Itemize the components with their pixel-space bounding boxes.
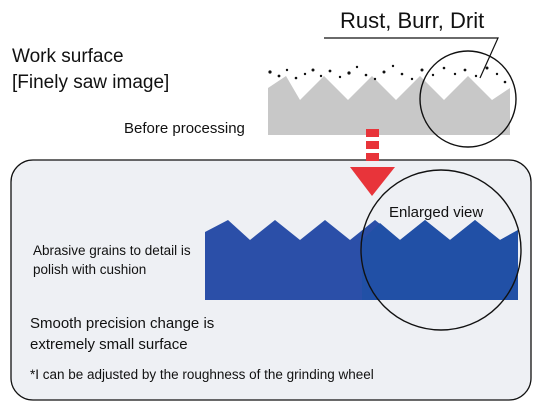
process-arrow (350, 129, 395, 196)
before-processing-label: Before processing (124, 120, 245, 137)
abrasive-line-2: polish with cushion (33, 261, 147, 277)
smooth-description: Smooth precision change is extremely sma… (30, 313, 214, 355)
enlarged-view-circle (360, 169, 522, 331)
before-processing-surface (268, 76, 510, 135)
abrasive-line-1: Abrasive grains to detail is (33, 243, 191, 258)
rust-burr-drit-label: Rust, Burr, Drit (340, 8, 485, 33)
rust-leader-line (324, 37, 499, 79)
smooth-line-2: extremely small surface (30, 336, 188, 353)
finely-saw-image-label: [Finely saw image] (12, 72, 170, 93)
rust-particles (268, 64, 507, 84)
before-magnifier-circle (419, 50, 517, 148)
work-surface-label: Work surface (12, 46, 124, 67)
smooth-line-1: Smooth precision change is (30, 315, 215, 332)
roughness-note: *I can be adjusted by the roughness of t… (30, 367, 374, 382)
enlarged-surface (362, 220, 518, 300)
abrasive-description: Abrasive grains to detail is polish with… (33, 242, 191, 280)
enlarged-view-label: Enlarged view (389, 204, 484, 221)
